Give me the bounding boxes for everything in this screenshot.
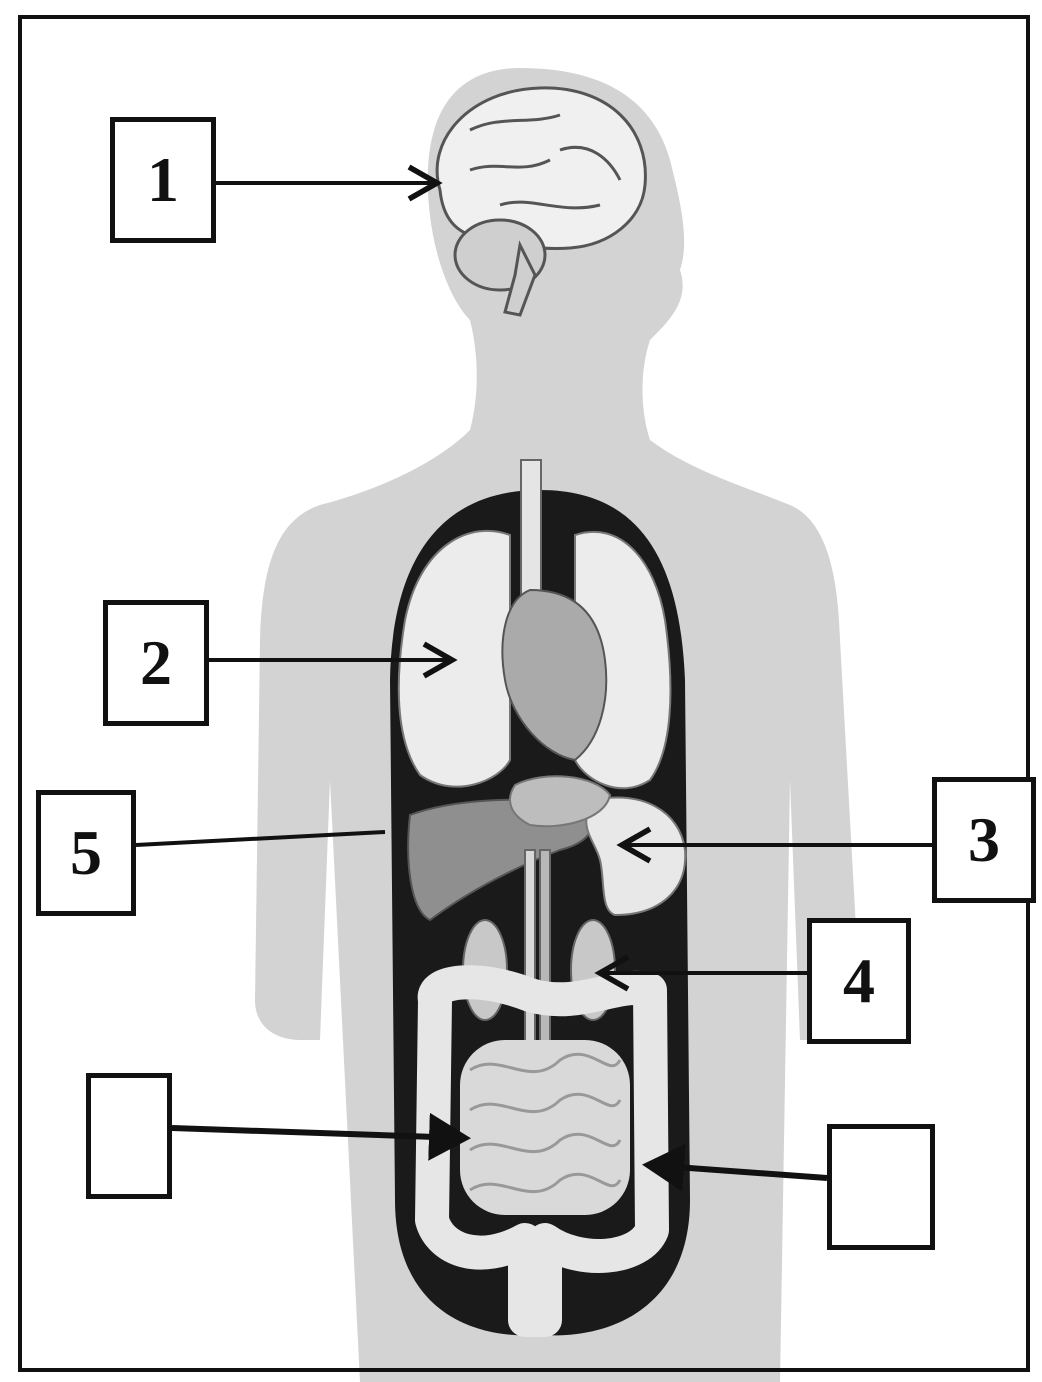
label-4: 4	[843, 944, 875, 1018]
label-5: 5	[70, 816, 102, 890]
label-3: 3	[968, 803, 1000, 877]
label-1: 1	[147, 143, 179, 217]
label-2: 2	[140, 626, 172, 700]
blank-label-box-right[interactable]	[827, 1124, 935, 1250]
label-box-1: 1	[110, 117, 216, 243]
label-box-3: 3	[932, 777, 1036, 903]
label-box-4: 4	[807, 918, 911, 1044]
label-box-5: 5	[36, 790, 136, 916]
blank-label-box-left[interactable]	[86, 1073, 172, 1199]
label-box-2: 2	[103, 600, 209, 726]
